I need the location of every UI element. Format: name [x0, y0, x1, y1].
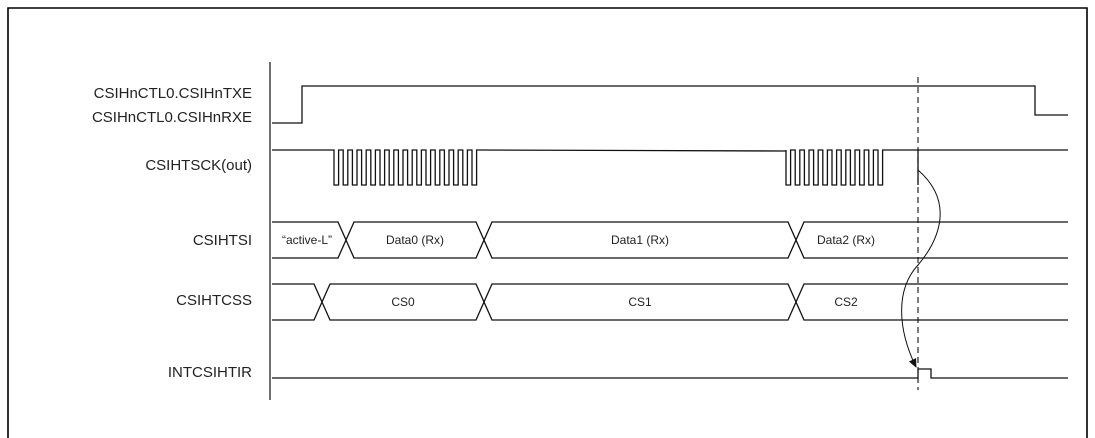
label-css: CSIHTCSS	[176, 292, 252, 309]
si-initial-text: “active-L”	[282, 233, 332, 247]
css-bus: CS0 CS1 CS2	[272, 283, 1068, 321]
si-data1-text: Data1 (Rx)	[611, 233, 669, 247]
interrupt-cause-arrow	[901, 169, 941, 368]
sck-waveform	[272, 149, 1068, 186]
label-intr: INTCSIHTIR	[168, 364, 252, 381]
intr-waveform	[272, 368, 1068, 379]
label-txe: CSIHnCTL0.CSIHnTXE	[94, 85, 252, 102]
si-data0-text: Data0 (Rx)	[386, 233, 444, 247]
css-cs2-text: CS2	[834, 295, 858, 309]
txe-rxe-waveform	[272, 85, 1068, 124]
label-si: CSIHTSI	[193, 232, 252, 249]
label-sck: CSIHTSCK(out)	[145, 157, 252, 174]
css-cs1-text: CS1	[628, 295, 652, 309]
si-data2-text: Data2 (Rx)	[817, 233, 875, 247]
label-rxe: CSIHnCTL0.CSIHnRXE	[92, 109, 252, 126]
css-bus-outline	[272, 283, 1068, 321]
si-bus-outline	[272, 221, 1068, 259]
diagram-frame	[7, 7, 1088, 438]
si-bus: “active-L” Data0 (Rx) Data1 (Rx) Data2 (…	[272, 221, 1068, 259]
css-cs0-text: CS0	[391, 295, 415, 309]
